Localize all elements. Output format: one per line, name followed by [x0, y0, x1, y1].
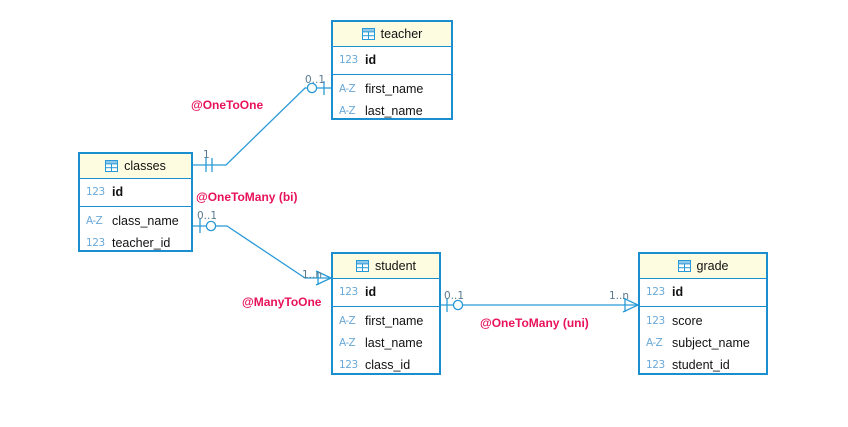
- numeric-type-icon: 123: [646, 314, 665, 327]
- field-label: last_name: [365, 103, 423, 118]
- string-type-icon: A-Z: [646, 336, 663, 349]
- entity-field-group-grade: 123 score A-Z subject_name 123 student_i…: [640, 307, 766, 379]
- field-row[interactable]: 123 score: [640, 310, 766, 332]
- entity-header-classes: classes: [80, 154, 191, 179]
- table-icon: [677, 260, 691, 272]
- relationship-label-onetoone: @OneToOne: [191, 98, 264, 112]
- field-row[interactable]: 123 id: [640, 281, 766, 303]
- field-row[interactable]: 123 id: [80, 181, 191, 203]
- entity-pk-group-student: 123 id: [333, 279, 439, 307]
- cardinality-grade-student: 1..n: [609, 290, 630, 302]
- field-row[interactable]: A-Z first_name: [333, 310, 439, 332]
- field-label: first_name: [365, 81, 424, 96]
- field-label: student_id: [672, 357, 730, 372]
- entity-title-student: student: [374, 258, 416, 273]
- string-type-icon: A-Z: [339, 104, 356, 117]
- field-label: id: [112, 184, 124, 199]
- numeric-type-icon: 123: [86, 185, 105, 198]
- field-label: teacher_id: [112, 235, 171, 250]
- cardinality-classes-teacher: 1: [203, 149, 210, 161]
- entity-pk-group-classes: 123 id: [80, 179, 191, 207]
- field-row[interactable]: A-Z last_name: [333, 332, 439, 354]
- field-row[interactable]: 123 teacher_id: [80, 232, 191, 254]
- entity-field-group-student: A-Z first_name A-Z last_name 123 class_i…: [333, 307, 439, 379]
- field-label: last_name: [365, 335, 423, 350]
- numeric-type-icon: 123: [339, 285, 358, 298]
- string-type-icon: A-Z: [339, 82, 356, 95]
- entity-table-grade[interactable]: grade 123 id 123 score A-Z subject_name …: [638, 252, 768, 375]
- entity-header-student: student: [333, 254, 439, 279]
- field-row[interactable]: A-Z first_name: [333, 78, 451, 100]
- table-icon: [361, 28, 375, 40]
- cardinality-student-classes: 1..n: [302, 269, 323, 281]
- field-label: score: [672, 313, 703, 328]
- table-icon: [355, 260, 369, 272]
- field-label: subject_name: [672, 335, 750, 350]
- entity-table-classes[interactable]: classes 123 id A-Z class_name 123 teache…: [78, 152, 193, 252]
- field-row[interactable]: 123 student_id: [640, 354, 766, 376]
- field-row[interactable]: A-Z last_name: [333, 100, 451, 122]
- field-row[interactable]: 123 id: [333, 281, 439, 303]
- field-label: first_name: [365, 313, 424, 328]
- table-icon: [105, 160, 119, 172]
- entity-title-classes: classes: [124, 158, 166, 173]
- field-row[interactable]: A-Z class_name: [80, 210, 191, 232]
- connector-classes-teacher: [193, 81, 331, 172]
- entity-table-teacher[interactable]: teacher 123 id A-Z first_name A-Z last_n…: [331, 20, 453, 120]
- relationship-label-onetomany-uni: @OneToMany (uni): [480, 316, 589, 330]
- cardinality-teacher-classes: 0..1: [305, 74, 326, 86]
- field-label: class_id: [365, 357, 411, 372]
- numeric-type-icon: 123: [339, 53, 358, 66]
- entity-field-group-teacher: A-Z first_name A-Z last_name: [333, 75, 451, 125]
- entity-table-student[interactable]: student 123 id A-Z first_name A-Z last_n…: [331, 252, 441, 375]
- entity-title-grade: grade: [696, 258, 729, 273]
- entity-pk-group-grade: 123 id: [640, 279, 766, 307]
- string-type-icon: A-Z: [339, 336, 356, 349]
- entity-header-teacher: teacher: [333, 22, 451, 47]
- numeric-type-icon: 123: [339, 358, 358, 371]
- cardinality-classes-student: 0..1: [197, 210, 218, 222]
- field-label: class_name: [112, 213, 179, 228]
- field-label: id: [365, 52, 377, 67]
- entity-title-teacher: teacher: [380, 26, 423, 41]
- numeric-type-icon: 123: [646, 285, 665, 298]
- entity-header-grade: grade: [640, 254, 766, 279]
- entity-field-group-classes: A-Z class_name 123 teacher_id: [80, 207, 191, 257]
- numeric-type-icon: 123: [646, 358, 665, 371]
- relationship-label-onetomany-bi: @OneToMany (bi): [196, 190, 298, 204]
- entity-pk-group-teacher: 123 id: [333, 47, 451, 75]
- relationship-label-manytoone: @ManyToOne: [242, 295, 322, 309]
- cardinality-student-grade: 0..1: [444, 290, 465, 302]
- field-label: id: [365, 284, 377, 299]
- string-type-icon: A-Z: [86, 214, 103, 227]
- field-row[interactable]: A-Z subject_name: [640, 332, 766, 354]
- string-type-icon: A-Z: [339, 314, 356, 327]
- field-label: id: [672, 284, 684, 299]
- field-row[interactable]: 123 class_id: [333, 354, 439, 376]
- field-row[interactable]: 123 id: [333, 49, 451, 71]
- numeric-type-icon: 123: [86, 236, 105, 249]
